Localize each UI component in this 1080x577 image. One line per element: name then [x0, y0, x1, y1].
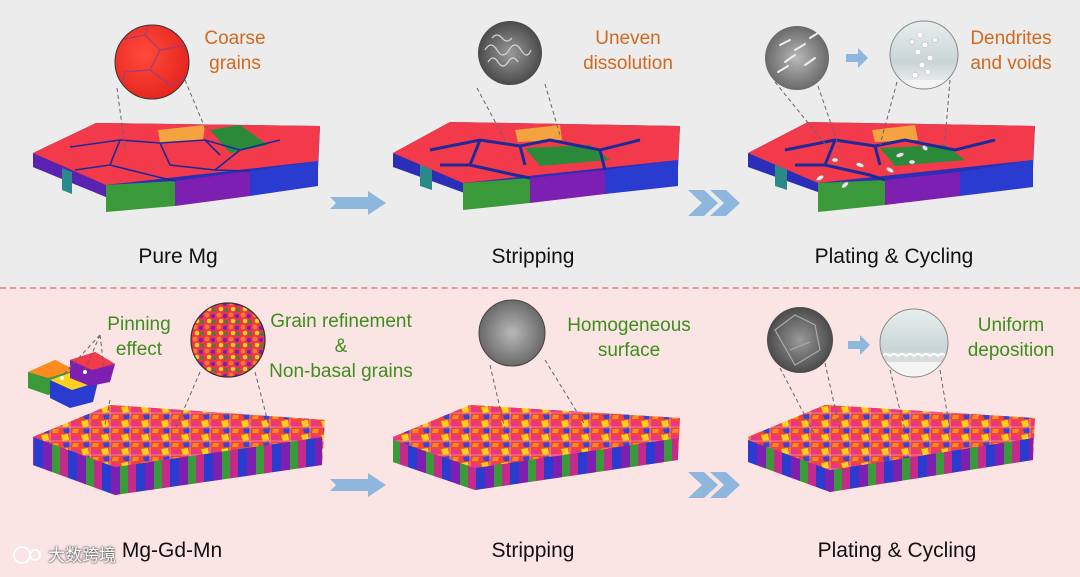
- plating-slab-dendrites: [748, 122, 1035, 212]
- fine-grain-micrograph: [191, 303, 265, 377]
- homogeneous-surface-micrograph: [479, 300, 545, 366]
- right-arrow-icon: [330, 191, 386, 215]
- right-arrow-icon: [848, 335, 870, 355]
- note-homogeneous-surface: Homogeneous surface: [567, 315, 691, 361]
- caption-pure-mg: Pure Mg: [138, 245, 218, 268]
- note-dendrites-voids: Dendrites and voids: [970, 28, 1052, 74]
- note-uniform-deposition: Uniform deposition: [967, 315, 1055, 361]
- pure-mg-slab: [33, 123, 320, 212]
- stripping-slab-homogeneous: [393, 405, 680, 490]
- double-chevron-icon: [688, 472, 740, 498]
- mg-gd-mn-slab: [33, 405, 325, 495]
- uneven-dissolution-micrograph: [478, 21, 542, 85]
- caption-stripping-top: Stripping: [491, 245, 575, 268]
- note-grain-refinement: Grain refinement & Non-basal grains: [269, 311, 413, 382]
- watermark-text: 大数跨境: [48, 546, 116, 565]
- caption-stripping-bottom: Stripping: [491, 539, 575, 562]
- caption-plating-cycling-bottom: Plating & Cycling: [817, 539, 977, 562]
- note-coarse-grains: Coarse grains: [204, 28, 266, 74]
- caption-plating-cycling-top: Plating & Cycling: [814, 245, 974, 268]
- right-arrow-icon: [846, 48, 868, 68]
- pinning-grain-cluster: [28, 352, 115, 408]
- stripping-slab-uneven: [393, 122, 680, 210]
- watermark-logo-icon: [13, 546, 41, 564]
- right-arrow-icon: [330, 473, 386, 497]
- coarse-grain-micrograph: [115, 25, 189, 99]
- double-chevron-icon: [688, 190, 740, 216]
- dendrite-photo-micrograph: [890, 21, 958, 89]
- note-pinning-effect: Pinning effect: [107, 314, 171, 360]
- note-uneven-dissolution: Uneven dissolution: [583, 28, 673, 74]
- dendrite-sem-micrograph: [765, 26, 829, 90]
- caption-mg-gd-mn: Mg-Gd-Mn: [121, 539, 223, 562]
- plating-slab-uniform: [748, 405, 1035, 492]
